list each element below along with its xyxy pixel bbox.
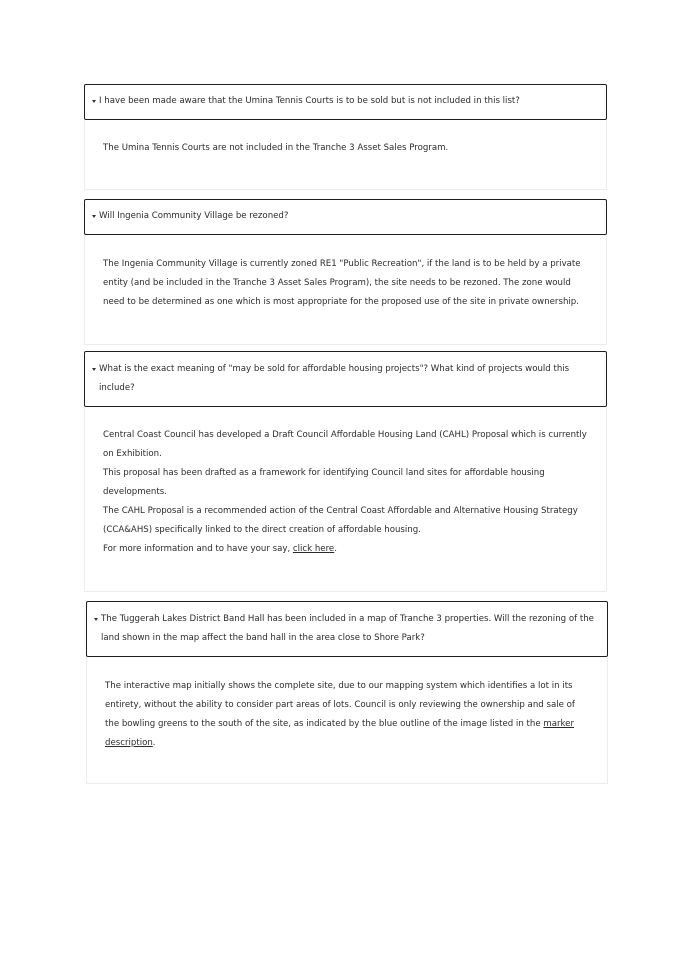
faq-answer-text: The Umina Tennis Courts are not included… [103, 143, 449, 153]
faq-item-umina-tennis-courts: I have been made aware that the Umina Te… [84, 84, 607, 190]
faq-answer-text: . [334, 544, 337, 554]
faq-answer-paragraph: For more information and to have your sa… [103, 540, 588, 559]
faq-answer: The Umina Tennis Courts are not included… [84, 120, 607, 190]
faq-answer-paragraph: The interactive map initially shows the … [105, 677, 589, 753]
faq-item-affordable-housing: What is the exact meaning of "may be sol… [84, 351, 607, 592]
faq-answer-paragraph: The CAHL Proposal is a recommended actio… [103, 506, 578, 535]
faq-answer-text: . [152, 738, 156, 748]
chevron-down-icon [92, 215, 96, 218]
chevron-down-icon [92, 368, 96, 371]
faq-answer-text: The interactive map initially shows the … [105, 681, 575, 729]
faq-question-text: The Tuggerah Lakes District Band Hall ha… [101, 614, 594, 643]
faq-answer-text: For more information and to have your sa… [103, 544, 293, 554]
faq-answer-paragraph: Central Coast Council has developed a Dr… [103, 430, 587, 459]
chevron-down-icon [94, 618, 98, 621]
faq-item-band-hall: The Tuggerah Lakes District Band Hall ha… [86, 601, 608, 784]
faq-question-toggle[interactable]: Will Ingenia Community Village be rezone… [84, 199, 607, 235]
faq-question-toggle[interactable]: I have been made aware that the Umina Te… [84, 84, 607, 120]
faq-answer-text: The Ingenia Community Village is current… [103, 259, 581, 307]
faq-item-ingenia-community-village: Will Ingenia Community Village be rezone… [84, 199, 607, 345]
click-here-link[interactable]: click here [292, 544, 335, 554]
faq-answer: Central Coast Council has developed a Dr… [84, 407, 607, 592]
faq-question-text: I have been made aware that the Umina Te… [99, 96, 520, 106]
chevron-down-icon [92, 100, 96, 103]
faq-question-text: What is the exact meaning of "may be sol… [99, 364, 570, 393]
faq-answer-paragraph: This proposal has been drafted as a fram… [103, 468, 545, 497]
faq-answer: The interactive map initially shows the … [86, 657, 608, 784]
faq-question-toggle[interactable]: What is the exact meaning of "may be sol… [84, 351, 607, 407]
faq-question-toggle[interactable]: The Tuggerah Lakes District Band Hall ha… [86, 601, 608, 657]
faq-answer: The Ingenia Community Village is current… [84, 235, 607, 345]
marker-description-link[interactable]: marker description [105, 719, 575, 748]
faq-question-text: Will Ingenia Community Village be rezone… [99, 211, 289, 221]
